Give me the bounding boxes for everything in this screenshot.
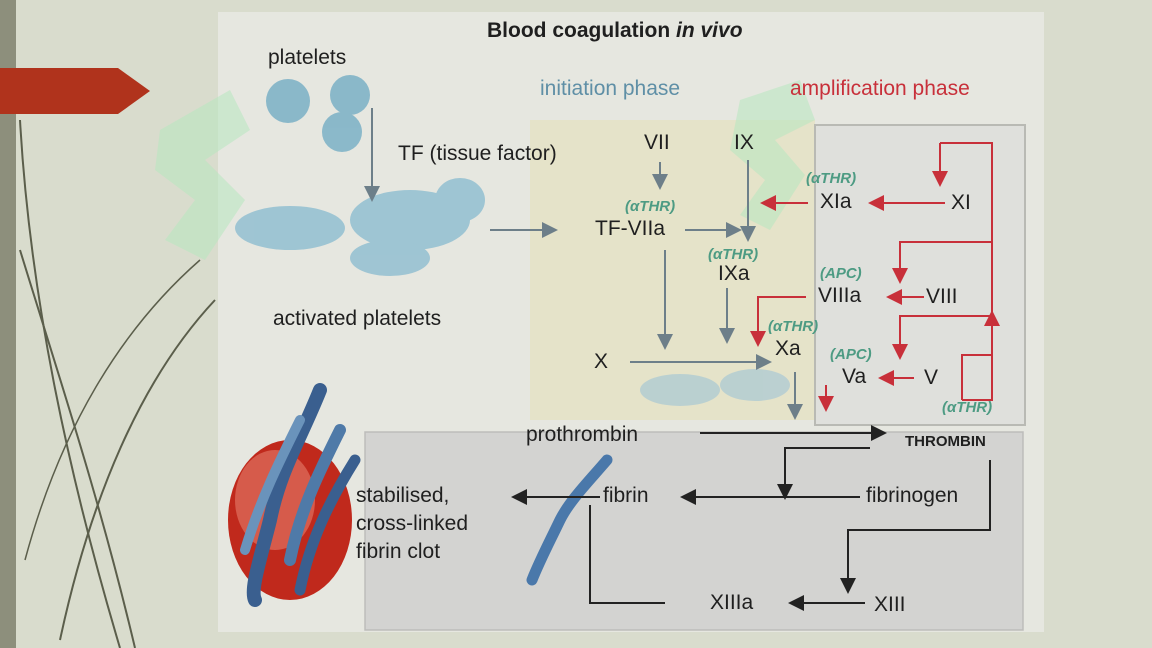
fibrin-label: fibrin: [603, 484, 649, 507]
factor-ixa-label: IXa: [718, 262, 750, 285]
coagulation-arrows: [511, 425, 991, 611]
amplification-phase-label: amplification phase: [790, 77, 970, 100]
clot-label-line2: cross-linked: [356, 512, 469, 535]
factor-tf-viia-label: TF-VIIa: [595, 217, 666, 240]
factor-ix-label: IX: [734, 131, 754, 154]
amplification-arrows: [750, 142, 1000, 412]
watermark: [155, 80, 815, 260]
clot-label-line3: fibrin clot: [356, 540, 441, 563]
platelets-label: platelets: [268, 46, 347, 69]
factor-xia-label: XIa: [820, 190, 852, 213]
fibrinogen-label: fibrinogen: [866, 484, 959, 507]
regulator-apc-viiia: (APC): [820, 265, 862, 282]
diagram-title: Blood coagulation in vivo: [487, 19, 743, 42]
platelets-near-x: [640, 369, 790, 406]
slide-arrow-tab: [0, 68, 150, 114]
fibrin-strand: [526, 454, 613, 586]
left-edge-bar: [0, 0, 16, 648]
regulator-thr-tf: (αTHR): [625, 198, 676, 215]
tissue-factor-label: TF (tissue factor): [398, 142, 557, 165]
initiation-arrows: [364, 108, 803, 420]
regulator-thr-ixa: (αTHR): [708, 246, 759, 263]
platelet-cells: [266, 75, 370, 152]
clot-label-line1: stabilised,: [356, 484, 450, 507]
factor-vii-label: VII: [644, 131, 670, 154]
factor-xiiia-label: XIIIa: [710, 591, 754, 614]
factor-viii-label: VIII: [926, 285, 958, 308]
factor-viiia-label: VIIIa: [818, 284, 862, 307]
prothrombin-label: prothrombin: [526, 423, 639, 446]
initiation-phase-label: initiation phase: [540, 77, 681, 100]
regulator-thr-xa: (αTHR): [768, 318, 819, 335]
activated-platelets-label: activated platelets: [273, 307, 442, 330]
thrombin-label: THROMBIN: [905, 433, 986, 450]
clot-illustration: [228, 383, 361, 607]
activated-platelets-illustration: [235, 178, 485, 276]
regulator-thr-xia: (αTHR): [806, 170, 857, 187]
regulator-apc-va: (APC): [830, 346, 872, 363]
factor-xiii-label: XIII: [874, 593, 906, 616]
factor-v-label: V: [924, 366, 939, 389]
factor-xi-label: XI: [951, 191, 971, 214]
factor-x-label: X: [594, 350, 609, 373]
amplification-region: [814, 124, 1026, 426]
regulator-thr-thrombin: (αTHR): [942, 399, 993, 416]
factor-xa-label: Xa: [775, 337, 801, 360]
factor-va-label: Va: [842, 365, 867, 388]
